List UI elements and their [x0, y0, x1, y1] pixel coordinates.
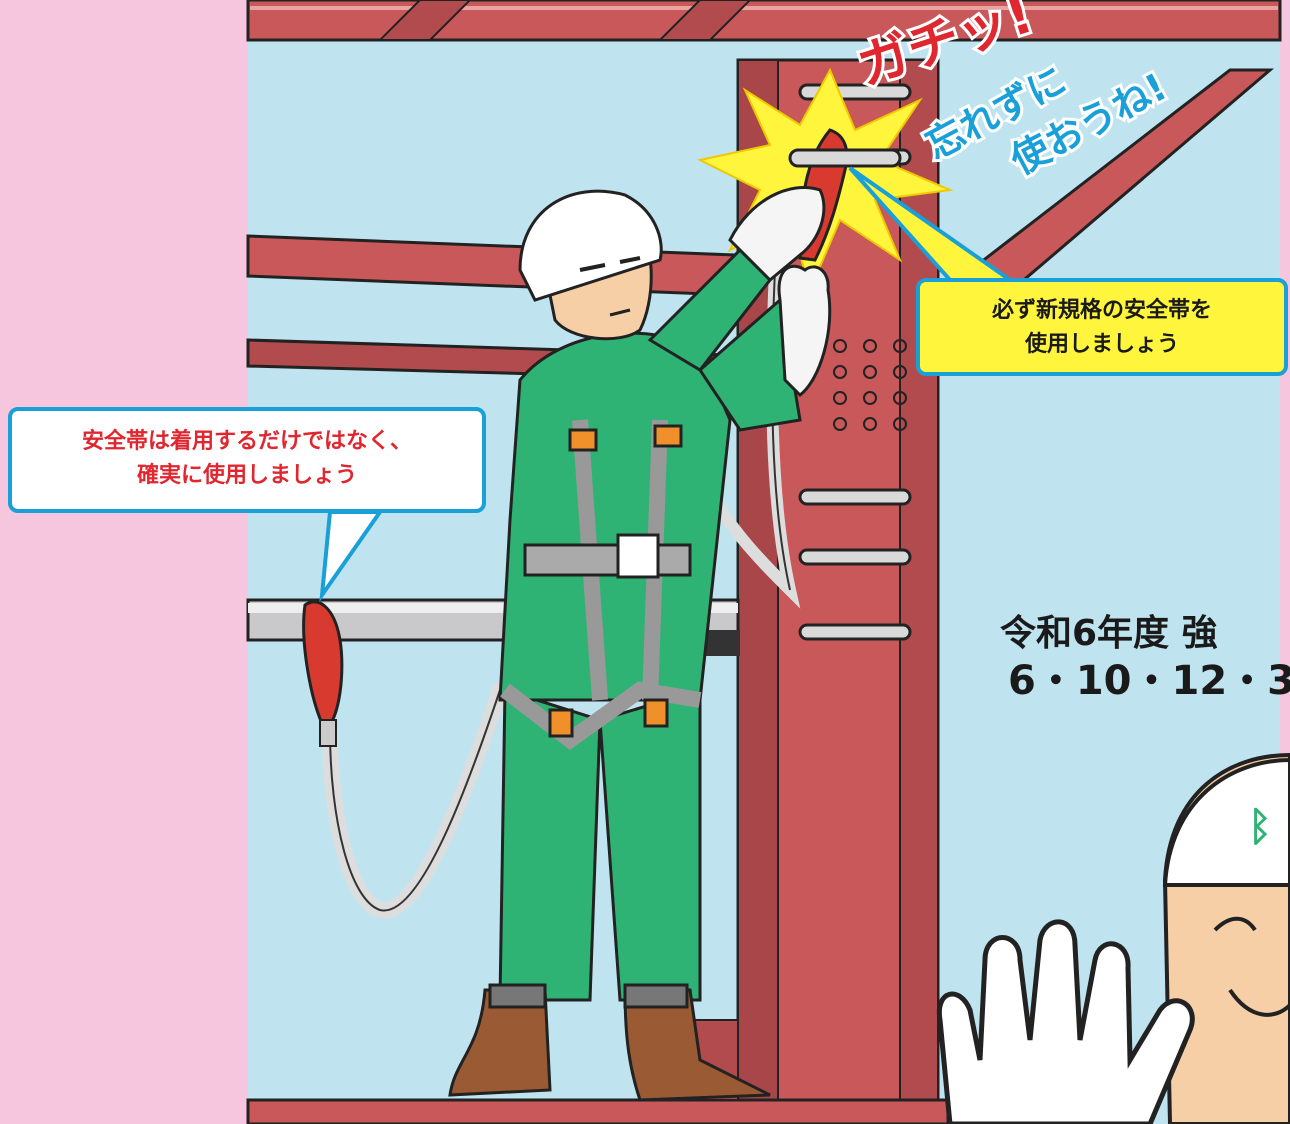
top-beam [246, 0, 1282, 42]
mascot-face-icon: ᛒ [1162, 752, 1290, 1124]
headline-line-1: 令和6年度 強 [1000, 613, 1218, 654]
worker-illustration [448, 185, 832, 1102]
callout-right-line-1: 必ず新規格の安全帯を [991, 298, 1212, 323]
callout-left-line-2: 確実に使用しましょう [136, 463, 357, 488]
callout-usage-tip: 安全帯は着用するだけではなく、 確実に使用しましょう [8, 407, 486, 513]
svg-text:ᛒ: ᛒ [1248, 804, 1272, 850]
callout-left-line-1: 安全帯は着用するだけではなく、 [81, 429, 412, 454]
headline-line-2: 6・10・12・3 [1008, 658, 1290, 704]
left-hook-icon[interactable] [302, 600, 344, 747]
headline: 令和6年度 強 6・10・12・3 [1000, 600, 1290, 710]
mascot-hand-icon [936, 919, 1195, 1124]
callout-right-line-2: 使用しましょう [1024, 332, 1179, 357]
lower-frame [246, 1019, 950, 1124]
callout-new-standard-tip: 必ず新規格の安全帯を 使用しましょう [916, 278, 1288, 376]
